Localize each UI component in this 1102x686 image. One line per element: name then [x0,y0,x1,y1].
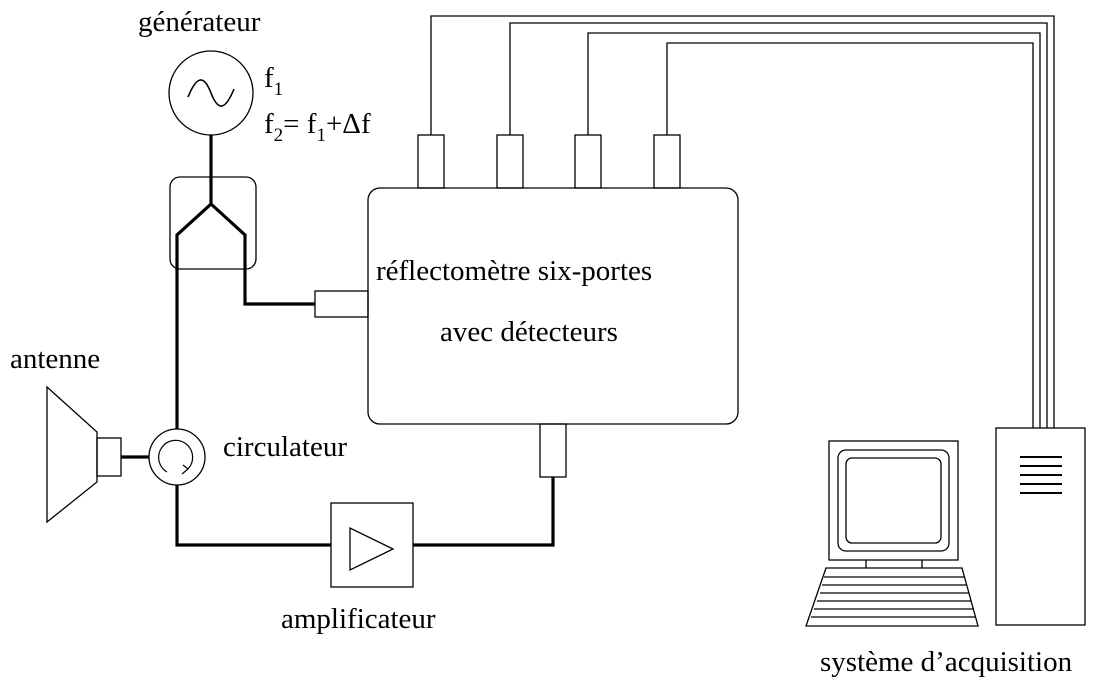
reflectometer-input-port [314,290,369,318]
circulator-symbol [148,428,206,486]
detector-port-3 [574,134,602,189]
f2-f1-subscript: 1 [316,125,326,146]
reflectometer-box [367,187,739,425]
detector-cables [430,15,1055,428]
generator-symbol [168,50,254,136]
reflectometer-label-line1: réflectomètre six-portes [376,255,653,287]
f2-delta: +Δf [325,108,371,140]
generator-label: générateur [138,6,261,38]
power-divider [169,176,257,270]
circulator-label: circulateur [223,431,347,463]
antenna-label: antenne [10,343,101,375]
rf-path-circulator-amplifier [175,485,331,547]
frequency-f1-label: f1 [264,62,283,100]
detector-port-4 [653,134,681,189]
antenna-symbol [46,385,122,524]
reflectometer-label-line2: avec détecteurs [440,316,618,348]
rf-path-generator-divider [175,135,213,429]
amplifier-label: amplificateur [281,603,436,635]
detector-port-1 [417,134,445,189]
f2-base: f [264,108,274,140]
rf-path-amplifier-reflectometer [413,477,555,547]
frequency-f2-label: f2= f1+Δf [264,108,371,146]
amplifier-symbol [330,502,414,588]
f2-equals: = f [283,108,317,140]
computer-tower-icon [995,427,1086,626]
reflectometer-output-port [539,423,567,478]
detector-port-2 [496,134,524,189]
f1-subscript: 1 [273,79,284,100]
f2-subscript: 2 [273,125,284,146]
monitor-icon [805,440,979,627]
rf-path-divider-reflectometer [209,202,315,306]
acquisition-label: système d’acquisition [820,646,1073,678]
f1-base: f [264,62,274,94]
